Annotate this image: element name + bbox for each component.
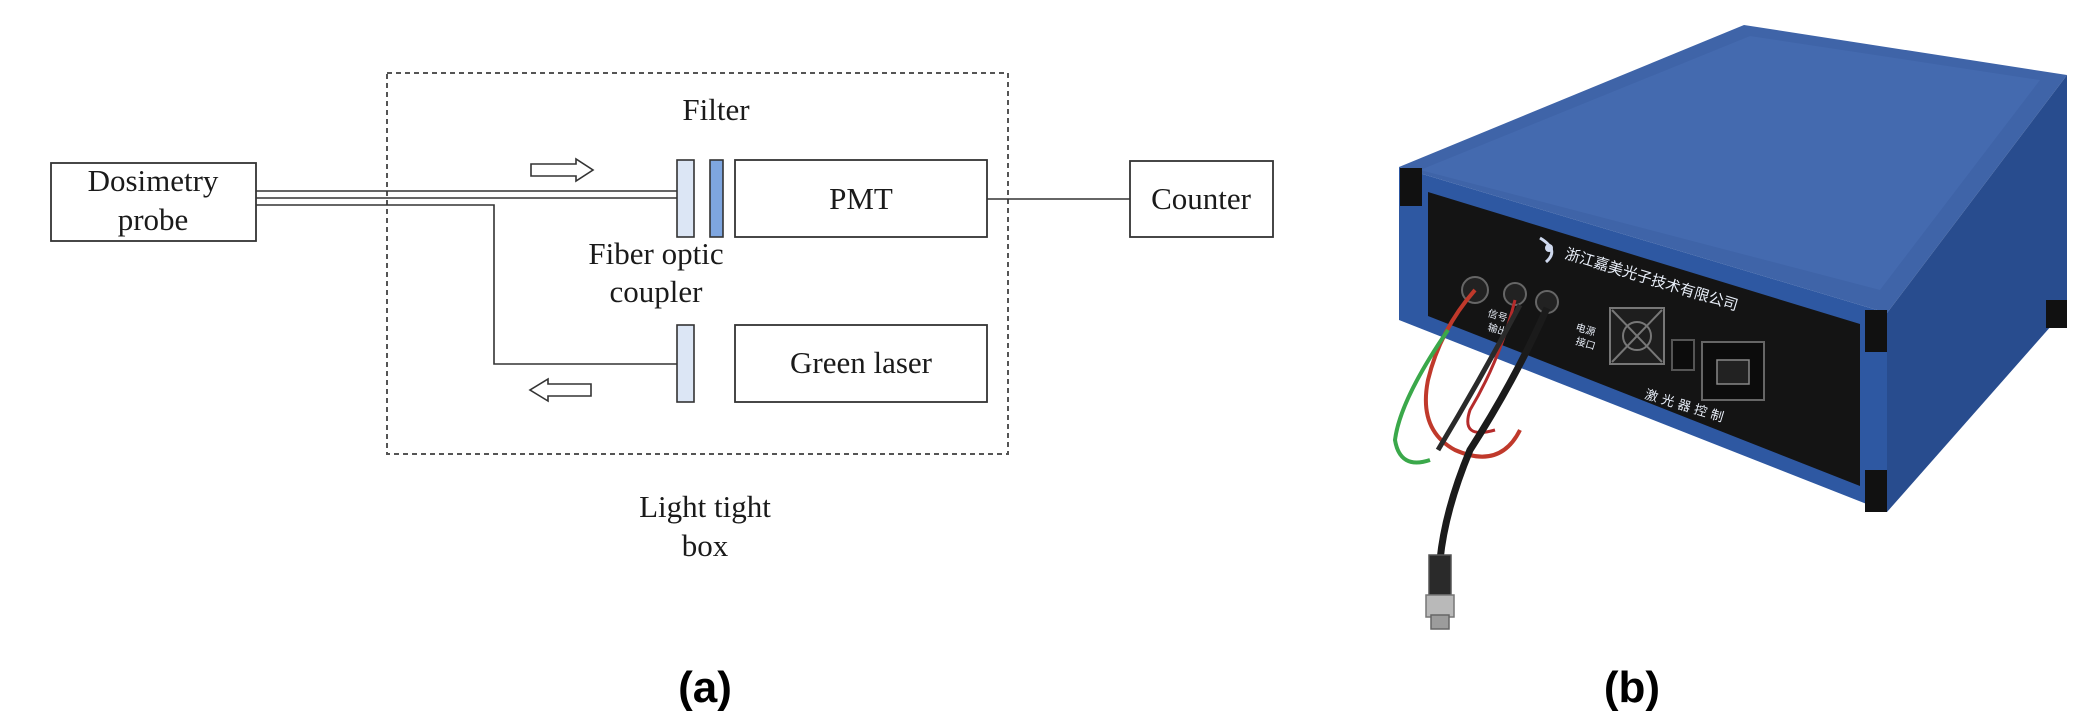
schematic-diagram: Dosimetry probe Filter PMT Counter Fiber… xyxy=(50,72,1274,712)
corner-cap xyxy=(1865,310,1887,352)
power-socket xyxy=(1701,341,1765,401)
panel-b-caption: (b) xyxy=(1604,663,1660,712)
arrow-left-icon xyxy=(528,377,592,403)
light-tight-box-label-line2: box xyxy=(682,528,729,563)
cable-black xyxy=(1436,306,1551,561)
dosimetry-probe-box xyxy=(50,162,257,242)
arrow-right-icon xyxy=(530,157,595,183)
fiber-lower xyxy=(256,204,677,365)
corner-cap xyxy=(2046,300,2067,328)
corner-cap xyxy=(1400,168,1422,206)
corner-cap xyxy=(1865,470,1887,512)
fiber-end-lower xyxy=(676,324,695,403)
case-side xyxy=(1887,75,2067,512)
green-laser-box xyxy=(734,324,988,403)
dosimetry-probe-label-line2: probe xyxy=(118,202,189,237)
fiber-optic-coupler-label-line1: Fiber optic xyxy=(588,236,723,271)
counter-box xyxy=(1129,160,1274,238)
company-logo-icon xyxy=(1539,236,1554,264)
power-switch xyxy=(1671,339,1695,371)
dosimetry-probe-label-line1: Dosimetry xyxy=(88,163,219,198)
filter-label: Filter xyxy=(682,92,750,127)
port-left-label-1: 信号 xyxy=(1486,307,1509,324)
cable-green xyxy=(1392,328,1450,465)
counter-label: Counter xyxy=(1151,181,1252,216)
fiber-optic-coupler-label-line2: coupler xyxy=(610,274,704,309)
pmt-box xyxy=(734,159,988,238)
fan-grille-icon xyxy=(1609,307,1665,365)
green-laser-label: Green laser xyxy=(790,345,933,380)
panel-a-caption: (a) xyxy=(678,663,732,712)
light-tight-box xyxy=(386,72,1009,455)
device-photo: 浙江嘉美光子技术有限公司 信号 输出 电源 接口 激 光 器 控 制 xyxy=(1392,25,2067,712)
cable-black-2 xyxy=(1435,303,1523,452)
case-top-highlight xyxy=(1420,36,2040,290)
light-tight-box-label-line1: Light tight xyxy=(639,489,771,524)
optical-filter xyxy=(709,159,724,238)
bnc-connector-icon xyxy=(1425,554,1455,630)
power-socket-slot xyxy=(1716,359,1750,385)
fiber-end-upper xyxy=(676,159,695,238)
pmt-label: PMT xyxy=(829,181,893,216)
